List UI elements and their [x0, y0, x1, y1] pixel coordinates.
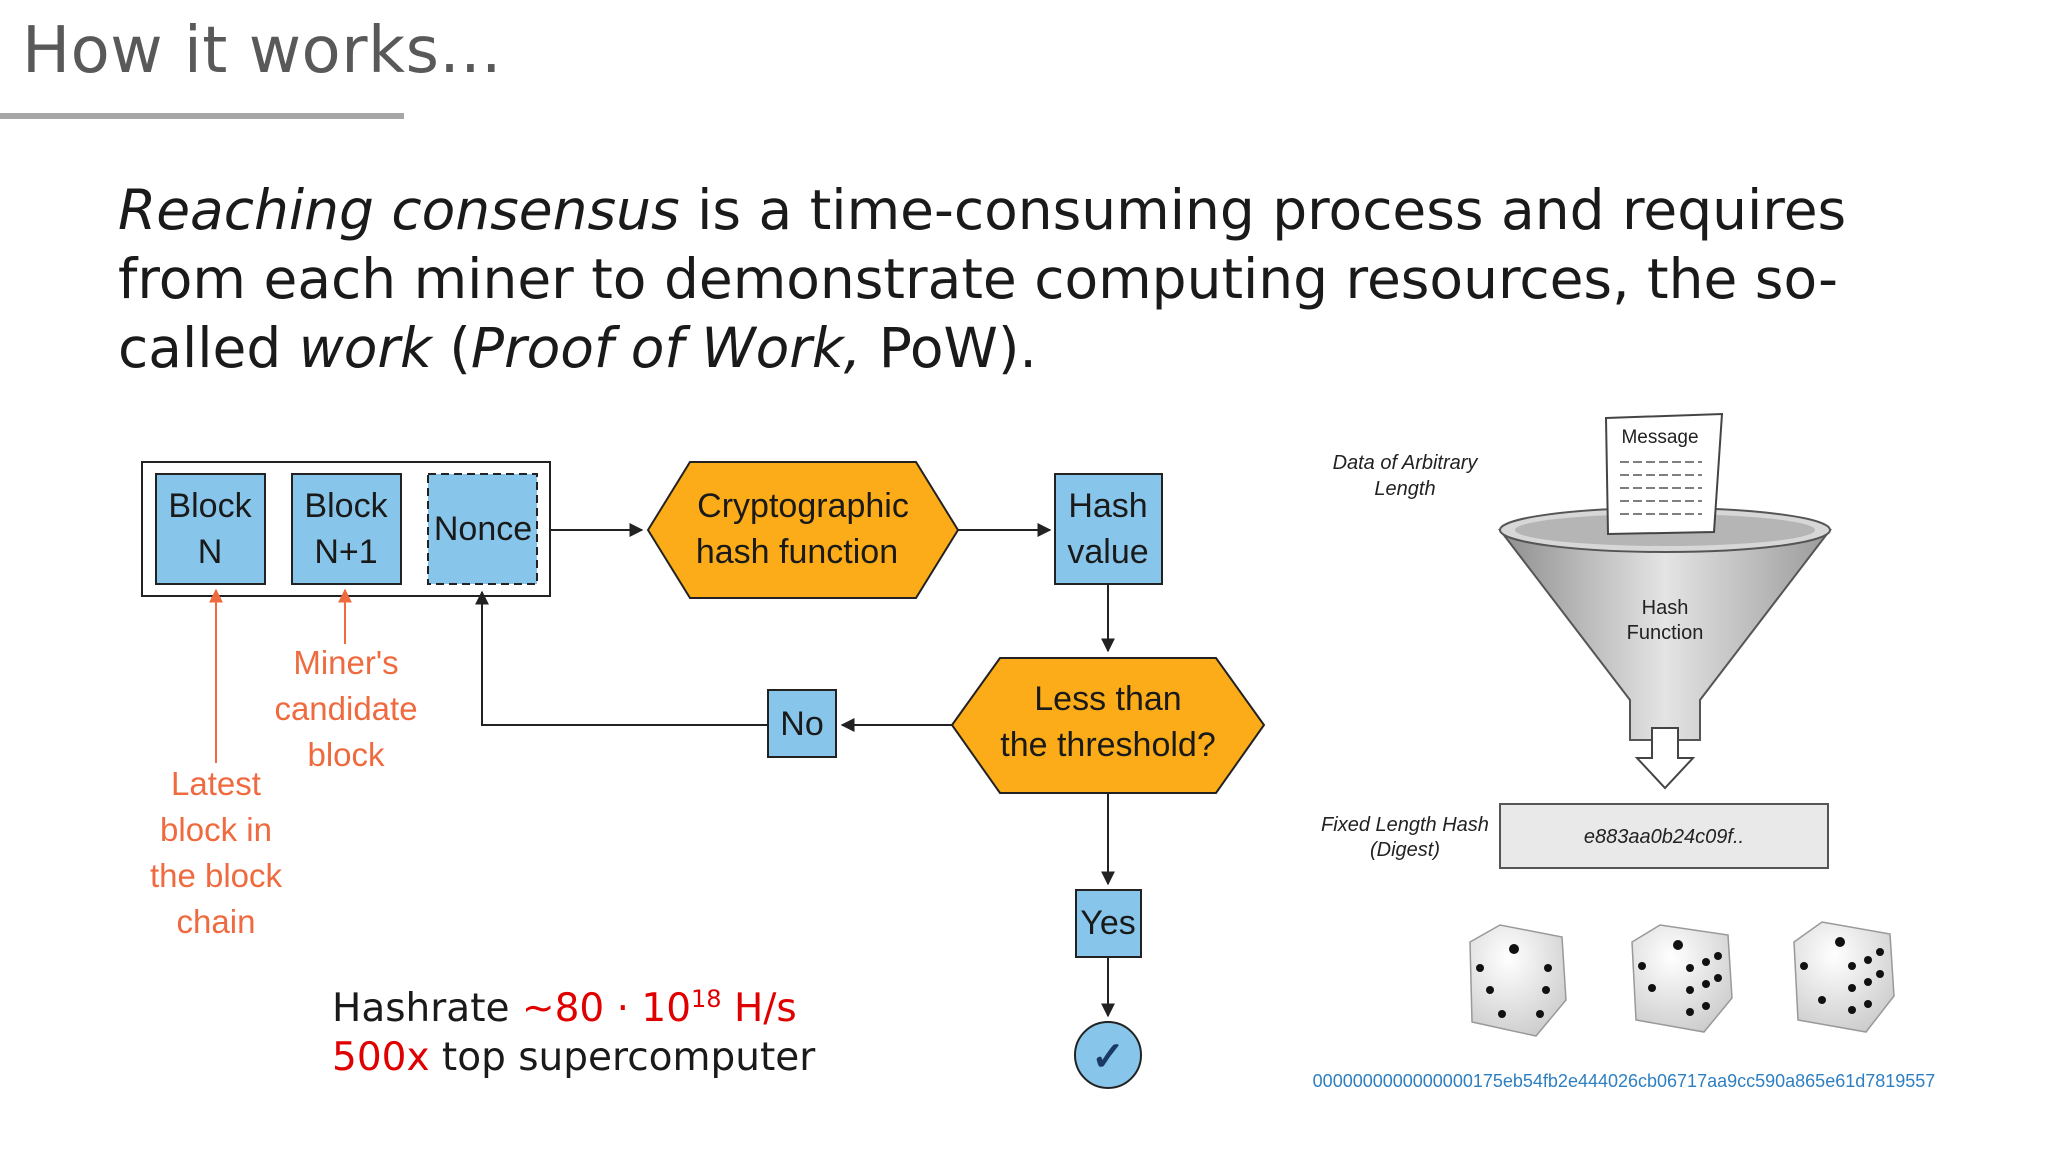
- latest-note-line4: chain: [177, 903, 256, 940]
- fixed-length-label-line2: (Digest): [1370, 839, 1440, 861]
- term-reaching-consensus: Reaching consensus: [118, 178, 680, 242]
- digest-value: e883aa0b24c09f..: [1584, 826, 1744, 848]
- checkmark-glyph: ✓: [1091, 1035, 1125, 1079]
- pow-flowchart: Block N Block N+1 Nonce Cryptographic ha…: [141, 461, 1266, 1089]
- check-circle-icon: ✓: [1074, 1021, 1142, 1089]
- latest-block-note: Latest block in the block chain: [150, 765, 283, 940]
- supercomputer-line: 500x top supercomputer: [332, 1033, 815, 1082]
- hash-value-line2: value: [1067, 533, 1148, 571]
- data-arbitrary-label-line1: Data of Arbitrary: [1333, 452, 1479, 474]
- block-n-line1: Block: [168, 487, 252, 525]
- yes-box: Yes: [1075, 889, 1142, 958]
- data-arbitrary-label-line2: Length: [1374, 478, 1435, 500]
- block-n-box: Block N: [155, 473, 266, 585]
- hashrate-line: Hashrate ~80 · 1018 H/s: [332, 975, 815, 1033]
- nonce-label: Nonce: [434, 510, 532, 548]
- arrow-loop-to-nonce: [475, 590, 768, 726]
- latest-note-line1: Latest: [171, 765, 261, 802]
- para-text-3: PoW).: [861, 316, 1037, 380]
- no-label: No: [780, 705, 823, 743]
- latest-note-line2: block in: [160, 811, 272, 848]
- hashrate-multiple: 500x: [332, 1035, 430, 1080]
- miner-note-line2: candidate: [274, 690, 417, 727]
- hash-funnel-illustration: Data of Arbitrary Length Message Hash Fu…: [1313, 412, 1936, 1091]
- message-document-icon: Message: [1604, 412, 1724, 536]
- down-arrow-icon: [1634, 727, 1696, 790]
- block-n-line2: N: [198, 533, 223, 571]
- decision-line1: Less than: [1034, 680, 1181, 718]
- hash-function-label-line2: Function: [1627, 622, 1704, 644]
- dice-icon: [1631, 924, 1733, 1033]
- para-text-2: (: [431, 316, 471, 380]
- term-proof-of-work: Proof of Work,: [470, 316, 862, 380]
- hash-fn-line1: Cryptographic: [697, 487, 909, 525]
- threshold-decision-hex: Less than the threshold?: [950, 657, 1266, 794]
- miner-note-line1: Miner's: [293, 644, 398, 681]
- hash-function-hex: Cryptographic hash function: [646, 461, 960, 599]
- fixed-length-label-line1: Fixed Length Hash: [1321, 814, 1489, 836]
- block-n1-line1: Block: [304, 487, 388, 525]
- hashrate-exponent: 18: [691, 985, 722, 1013]
- dice-icon: [1469, 924, 1567, 1037]
- term-work: work: [298, 316, 432, 380]
- hashrate-block: Hashrate ~80 · 1018 H/s 500x top superco…: [332, 975, 815, 1082]
- hashrate-value: ~80 · 10: [521, 986, 692, 1031]
- decision-line2: the threshold?: [1000, 726, 1216, 764]
- no-box: No: [767, 689, 837, 758]
- hash-value-line1: Hash: [1068, 487, 1147, 525]
- funnel-icon: [1497, 507, 1833, 741]
- title-underline: [0, 113, 404, 119]
- hashrate-label: Hashrate: [332, 986, 522, 1031]
- latest-note-line3: the block: [150, 857, 283, 894]
- hash-value-box: Hash value: [1054, 473, 1163, 585]
- para-text-1: is a time-consuming process and requires…: [118, 178, 1847, 380]
- nonce-box: Nonce: [427, 473, 538, 585]
- intro-paragraph: Reaching consensus is a time-consuming p…: [118, 176, 1938, 383]
- block-n1-box: Block N+1: [291, 473, 402, 585]
- hash-fn-line2: hash function: [696, 533, 898, 571]
- message-label: Message: [1621, 427, 1698, 448]
- block-n1-line2: N+1: [314, 533, 377, 571]
- dice-icon: [1793, 921, 1895, 1033]
- yes-label: Yes: [1080, 904, 1135, 942]
- miner-note-line3: block: [307, 736, 385, 773]
- digest-box: [1499, 803, 1829, 869]
- hash-function-label-line1: Hash: [1642, 597, 1689, 619]
- hash-output-string: 0000000000000000175eb54fb2e444026cb06717…: [1313, 1071, 1936, 1091]
- slide-title: How it works...: [22, 14, 502, 88]
- hashrate-unit: H/s: [721, 986, 797, 1031]
- supercomputer-compare: top supercomputer: [429, 1035, 816, 1080]
- miner-candidate-note: Miner's candidate block: [274, 644, 417, 773]
